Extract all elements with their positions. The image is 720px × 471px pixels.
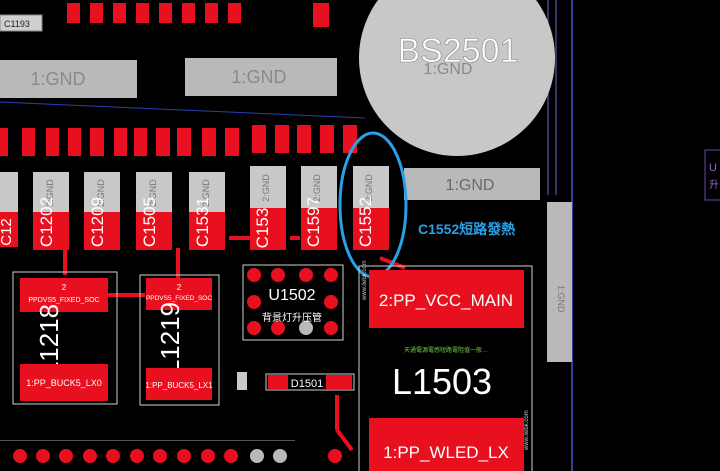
chip-label: BS2501 (398, 32, 519, 70)
svg-text:2: 2 (62, 283, 67, 292)
svg-text:1:PP_BUCK5_LX0: 1:PP_BUCK5_LX0 (26, 378, 102, 388)
svg-text:2:GND: 2:GND (201, 179, 211, 207)
fault-annotation: C1552短路發熱 (418, 221, 515, 237)
cap-label-c1202: C1202 (37, 197, 56, 247)
d1501-label: D1501 (291, 378, 323, 390)
cap-label-c1531: C1531 (193, 197, 212, 247)
svg-text:2:GND: 2:GND (312, 174, 322, 202)
capacitor-c1552: 2:GND C1552 (353, 166, 389, 250)
small-component-row (0, 125, 357, 156)
gnd-bar-right-label: 1:GND (446, 177, 495, 194)
l1503-label: L1503 (392, 361, 492, 402)
capacitor-c1597: 2:GND C1597 (301, 166, 337, 250)
gnd-bar-vertical-label: 1:GND (556, 285, 566, 313)
ic-u1502: U1502 背景灯升压管 (242, 264, 344, 341)
capacitor-c1202: 2:GND C1202 (33, 172, 69, 250)
gnd-bar-left-label: 1:GND (30, 69, 85, 89)
cap-label-c1209: C1209 (88, 197, 107, 247)
cap-label-c153: C153 (253, 208, 272, 249)
svg-text:2:GND: 2:GND (96, 179, 106, 207)
svg-text:2:GND: 2:GND (261, 174, 271, 202)
l1503-note: 天通電源電感短路電阻值一般… (404, 346, 488, 354)
chip-gnd-label: 1:GND (424, 61, 473, 78)
right-edge-u: U (709, 162, 717, 174)
capacitor-c1531: 2:GND C1531 (189, 172, 225, 250)
diode-d1501: D1501 (237, 372, 355, 391)
bs2501-chip (359, 0, 555, 156)
capacitor-c12left: C12 (0, 172, 18, 247)
right-edge-sub: 升 (709, 179, 719, 191)
capacitor-c1209: 2:GND C1209 (84, 172, 120, 250)
top-pad-row: C1193 (0, 3, 329, 32)
svg-text:PPDVS5_FIXED_SOC: PPDVS5_FIXED_SOC (28, 297, 99, 304)
svg-text:www.liebk.com: www.liebk.com (524, 410, 530, 451)
gnd-bar-mid-label: 1:GND (231, 67, 286, 87)
capacitor-c1505: 2:GND C1505 (136, 172, 172, 250)
svg-text:2: 2 (177, 283, 182, 292)
svg-text:2:GND: 2:GND (364, 174, 374, 202)
inductor-l1218: 2 PPDVS5_FIXED_SOC L1218 1:PP_BUCK5_LX0 (12, 271, 118, 405)
capacitor-c153: 2:GND C153 (250, 166, 286, 250)
svg-text:www.liebk.com: www.liebk.com (362, 260, 368, 301)
svg-text:2:GND: 2:GND (148, 179, 158, 207)
cap-label-c1505: C1505 (140, 197, 159, 247)
cap-label-c1597: C1597 (304, 197, 323, 247)
u1502-sub: 背景灯升压管 (262, 311, 322, 324)
svg-text:PPDVS5_FIXED_SOC: PPDVS5_FIXED_SOC (146, 295, 212, 302)
gnd-bar-mid (185, 58, 337, 96)
svg-text:2:GND: 2:GND (45, 179, 55, 207)
l1503-bottom-label: 1:PP_WLED_LX (383, 443, 509, 462)
svg-text:1:PP_BUCK5_LX1: 1:PP_BUCK5_LX1 (145, 381, 213, 390)
traces (63, 236, 406, 452)
l1503-top-label: 2:PP_VCC_MAIN (379, 291, 513, 310)
c1193-label: C1193 (4, 19, 30, 29)
gnd-bar-right (404, 168, 540, 200)
cap-label-c12left: C12 (0, 218, 15, 246)
l1219-label: L1219 (155, 302, 185, 374)
cap-label-c1552: C1552 (356, 197, 375, 247)
inductor-l1219: 2 PPDVS5_FIXED_SOC L1219 1:PP_BUCK5_LX1 (139, 274, 220, 406)
gnd-bar-left (0, 60, 137, 98)
gnd-bar-vertical (547, 202, 572, 362)
inductor-l1503: 2:PP_VCC_MAIN 天通電源電感短路電阻值一般… L1503 1:PP_… (358, 260, 533, 471)
u1502-label: U1502 (268, 287, 315, 304)
bottom-pad-row (0, 440, 342, 463)
